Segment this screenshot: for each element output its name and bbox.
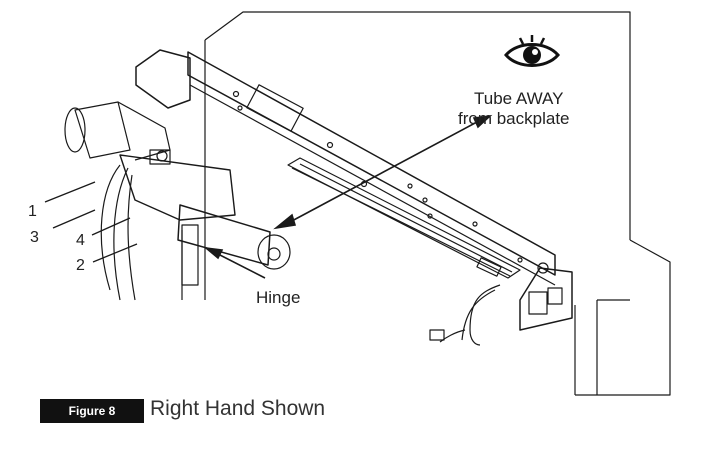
closer-bar	[287, 157, 521, 279]
screw-label-1: 1	[28, 203, 37, 220]
hinge-callout: Hinge	[256, 288, 301, 307]
figure-caption: Right Hand Shown	[150, 397, 326, 420]
screw-label-3: 3	[30, 229, 39, 246]
cables	[429, 284, 501, 346]
tube-arrows	[203, 114, 493, 279]
backplate	[135, 49, 573, 331]
screw-label-2: 2	[76, 257, 85, 274]
arm-tube	[177, 204, 291, 286]
eye-icon	[504, 35, 560, 67]
tube-callout-line2: from backplate	[458, 109, 570, 128]
figure-tag: Figure 8	[40, 399, 144, 423]
screws	[44, 181, 138, 263]
tube-callout-line1: Tube AWAY	[474, 89, 564, 108]
screw-label-4: 4	[76, 232, 85, 249]
operator-motor	[64, 101, 236, 301]
door-frame	[181, 11, 671, 396]
